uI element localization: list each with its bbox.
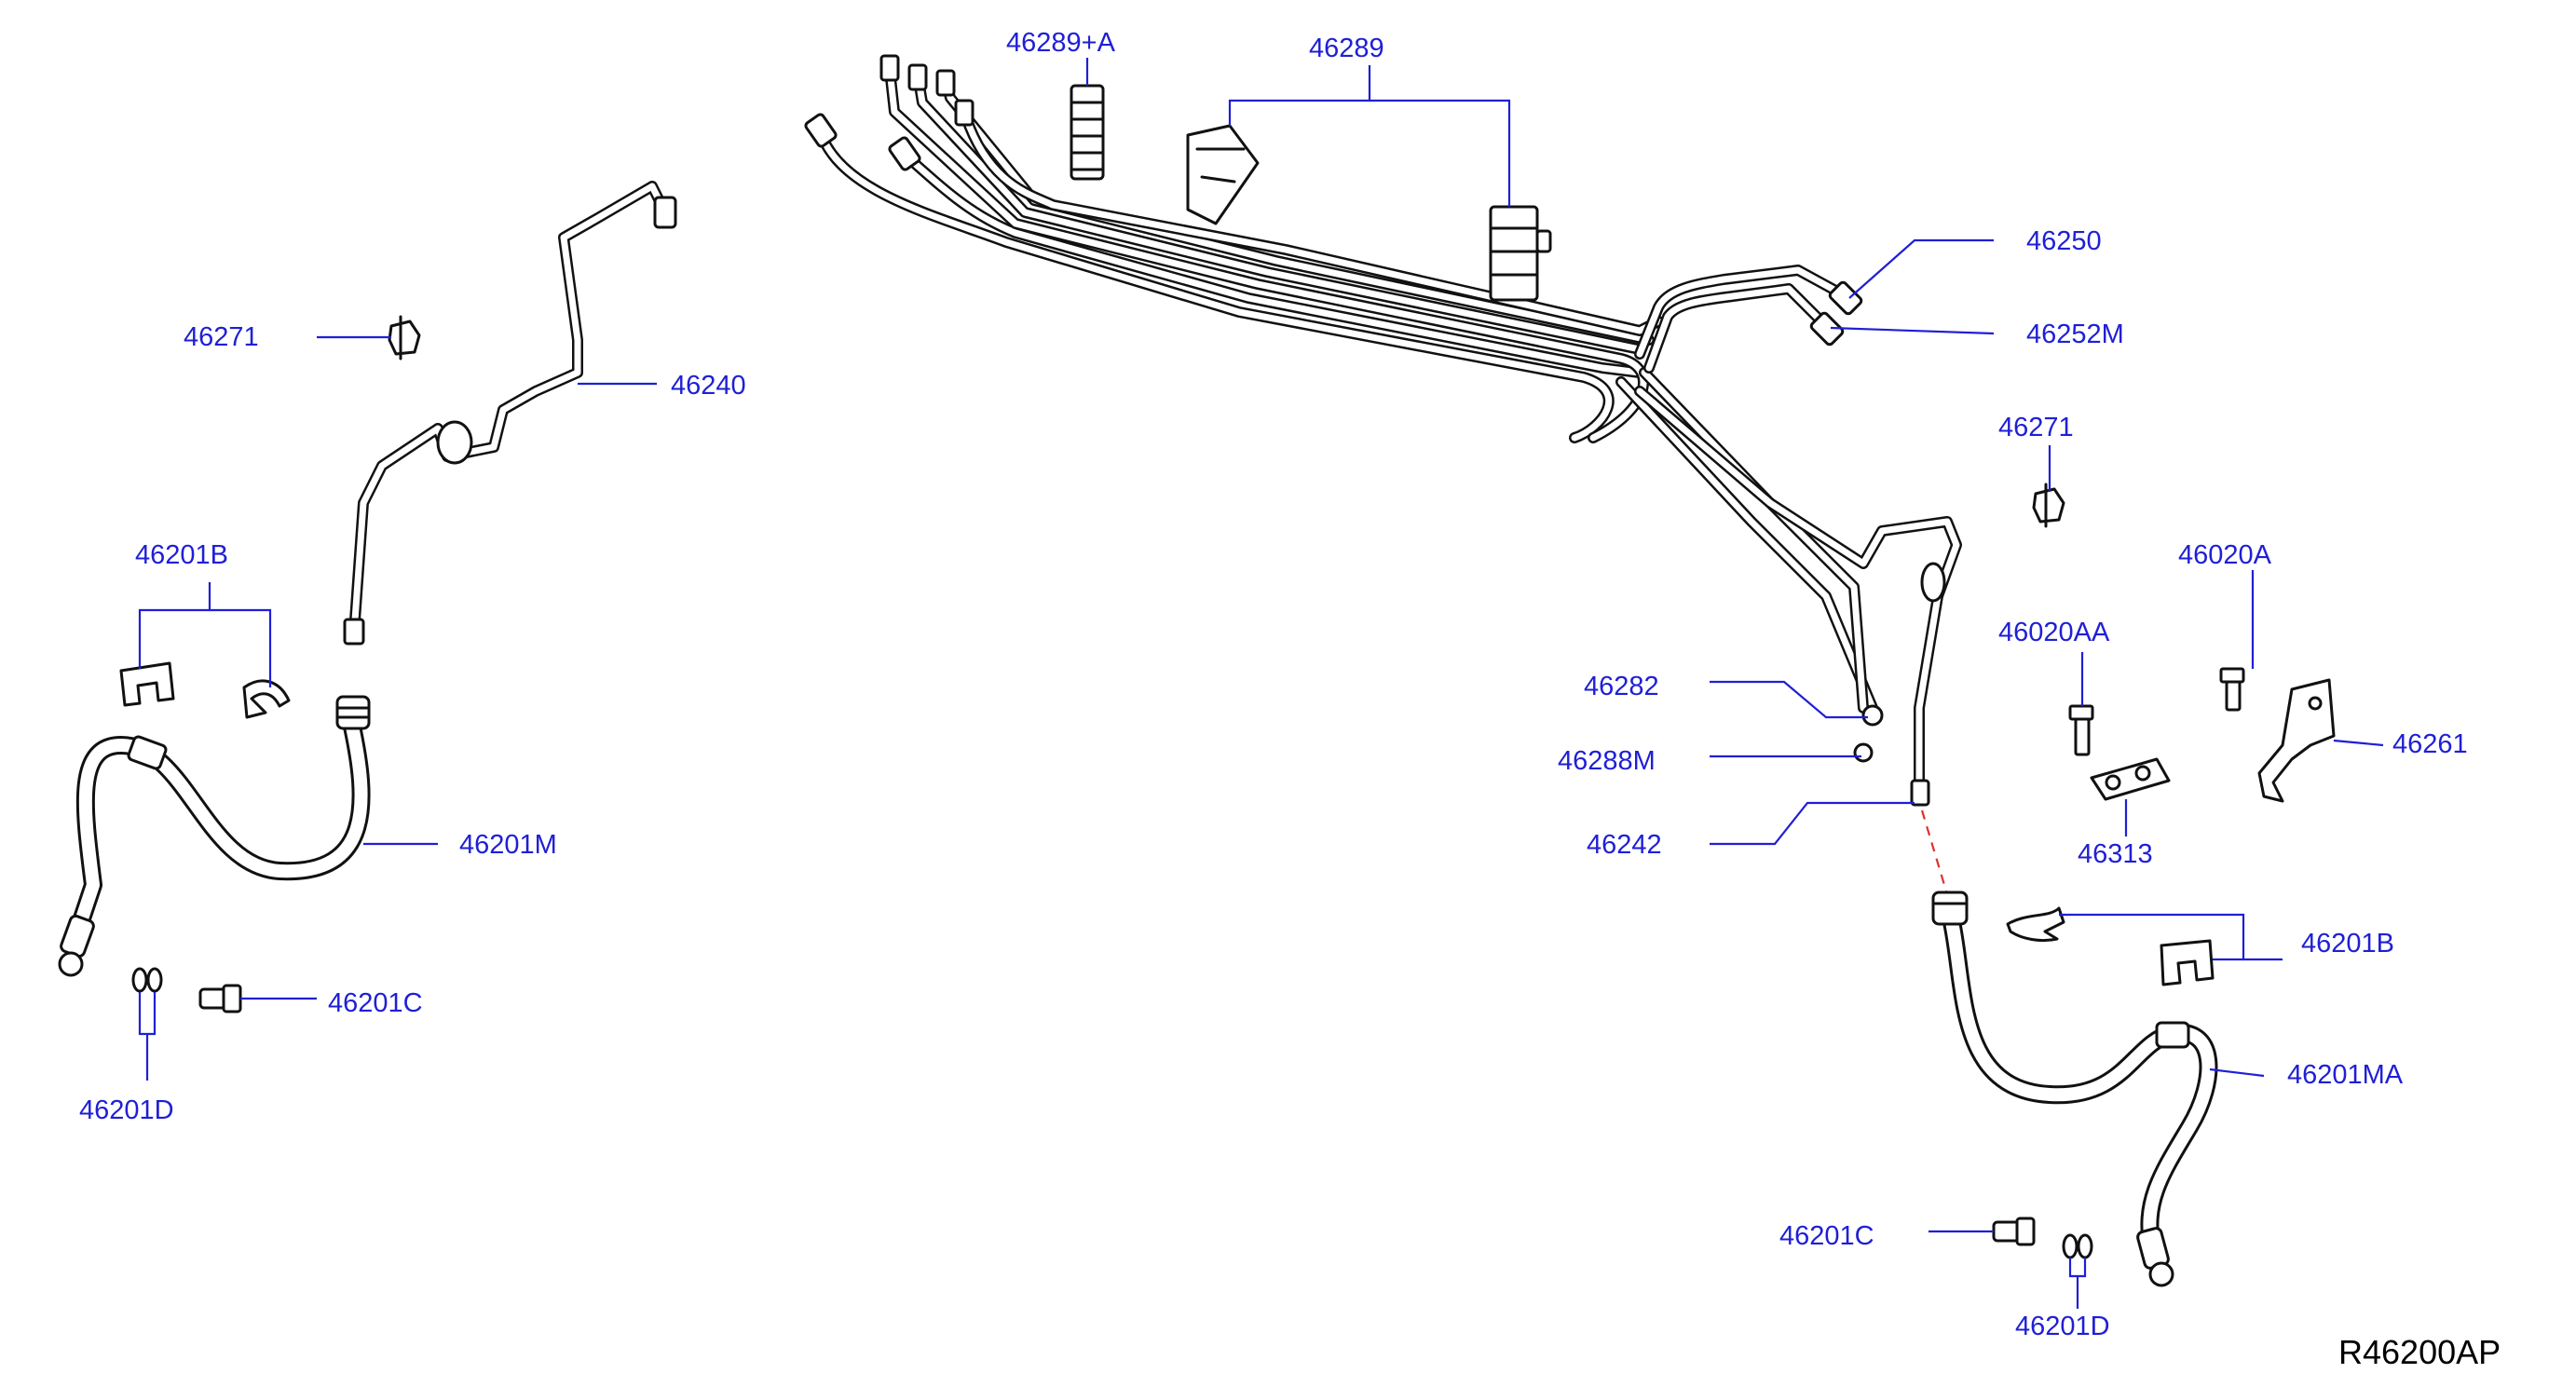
- brake-tube-46240[interactable]: [343, 181, 677, 646]
- tube-clip-46271-left[interactable]: [388, 315, 421, 360]
- tube-clip-46271-right[interactable]: [2032, 483, 2065, 528]
- tube-fittings-top: [804, 54, 1930, 807]
- brake-hose-46201ma[interactable]: [1931, 891, 2218, 1287]
- tube-clip-46289-a[interactable]: [1186, 124, 1260, 225]
- hose-lock-plate-46201b-left-a[interactable]: [119, 661, 175, 707]
- part-label-46201c-left[interactable]: 46201C: [328, 988, 423, 1018]
- brake-hose-46201m[interactable]: [58, 695, 371, 977]
- part-label-46271-right[interactable]: 46271: [1998, 413, 2074, 442]
- part-label-46289[interactable]: 46289: [1309, 34, 1384, 63]
- part-label-46020a[interactable]: 46020A: [2178, 540, 2271, 570]
- part-label-46261[interactable]: 46261: [2392, 729, 2468, 759]
- copper-washers-46201d-right[interactable]: [2062, 1233, 2093, 1259]
- part-label-46313[interactable]: 46313: [2078, 839, 2153, 869]
- part-label-46252m[interactable]: 46252M: [2026, 320, 2124, 349]
- tube-clip-46289a[interactable]: [1070, 84, 1105, 181]
- hose-lock-plate-46201b-left-b[interactable]: [242, 679, 291, 719]
- hose-lock-plate-46201b-right-a[interactable]: [2006, 906, 2065, 943]
- part-label-46201c-right[interactable]: 46201C: [1779, 1221, 1874, 1251]
- bolt-46020a[interactable]: [2219, 667, 2245, 712]
- connection-dashed-line: [1920, 809, 1949, 895]
- part-label-46242[interactable]: 46242: [1587, 830, 1662, 860]
- part-label-46271-left[interactable]: 46271: [184, 322, 259, 352]
- copper-washers-46201d-left[interactable]: [131, 967, 163, 993]
- brake-tube-bundle[interactable]: [814, 64, 1962, 788]
- tube-clamp-46313[interactable]: [2090, 757, 2171, 801]
- part-label-46288m[interactable]: 46288M: [1558, 746, 1656, 776]
- part-label-46201b-left[interactable]: 46201B: [135, 540, 228, 570]
- part-label-46201ma[interactable]: 46201MA: [2287, 1060, 2404, 1090]
- part-label-46240[interactable]: 46240: [671, 371, 746, 401]
- bracket-46261[interactable]: [2257, 678, 2336, 803]
- bolt-46020aa[interactable]: [2068, 704, 2094, 756]
- hose-lock-plate-46201b-right-b[interactable]: [2160, 939, 2215, 986]
- part-label-46201d-left[interactable]: 46201D: [79, 1095, 174, 1125]
- part-label-46250[interactable]: 46250: [2026, 226, 2102, 256]
- union-bolt-46201c-right[interactable]: [1992, 1217, 2036, 1246]
- part-label-46201m[interactable]: 46201M: [459, 830, 557, 860]
- part-label-46289a[interactable]: 46289+A: [1006, 28, 1115, 58]
- union-bolt-46201c-left[interactable]: [198, 984, 242, 1013]
- tube-clip-46289-b[interactable]: [1489, 205, 1552, 302]
- part-label-46201b-right[interactable]: 46201B: [2301, 929, 2394, 959]
- part-label-46282[interactable]: 46282: [1584, 672, 1659, 701]
- leader-lines: [138, 58, 2384, 1309]
- part-label-46201d-right[interactable]: 46201D: [2015, 1312, 2110, 1341]
- part-label-46020aa[interactable]: 46020AA: [1998, 618, 2110, 647]
- diagram-reference-code: R46200AP: [2338, 1333, 2501, 1371]
